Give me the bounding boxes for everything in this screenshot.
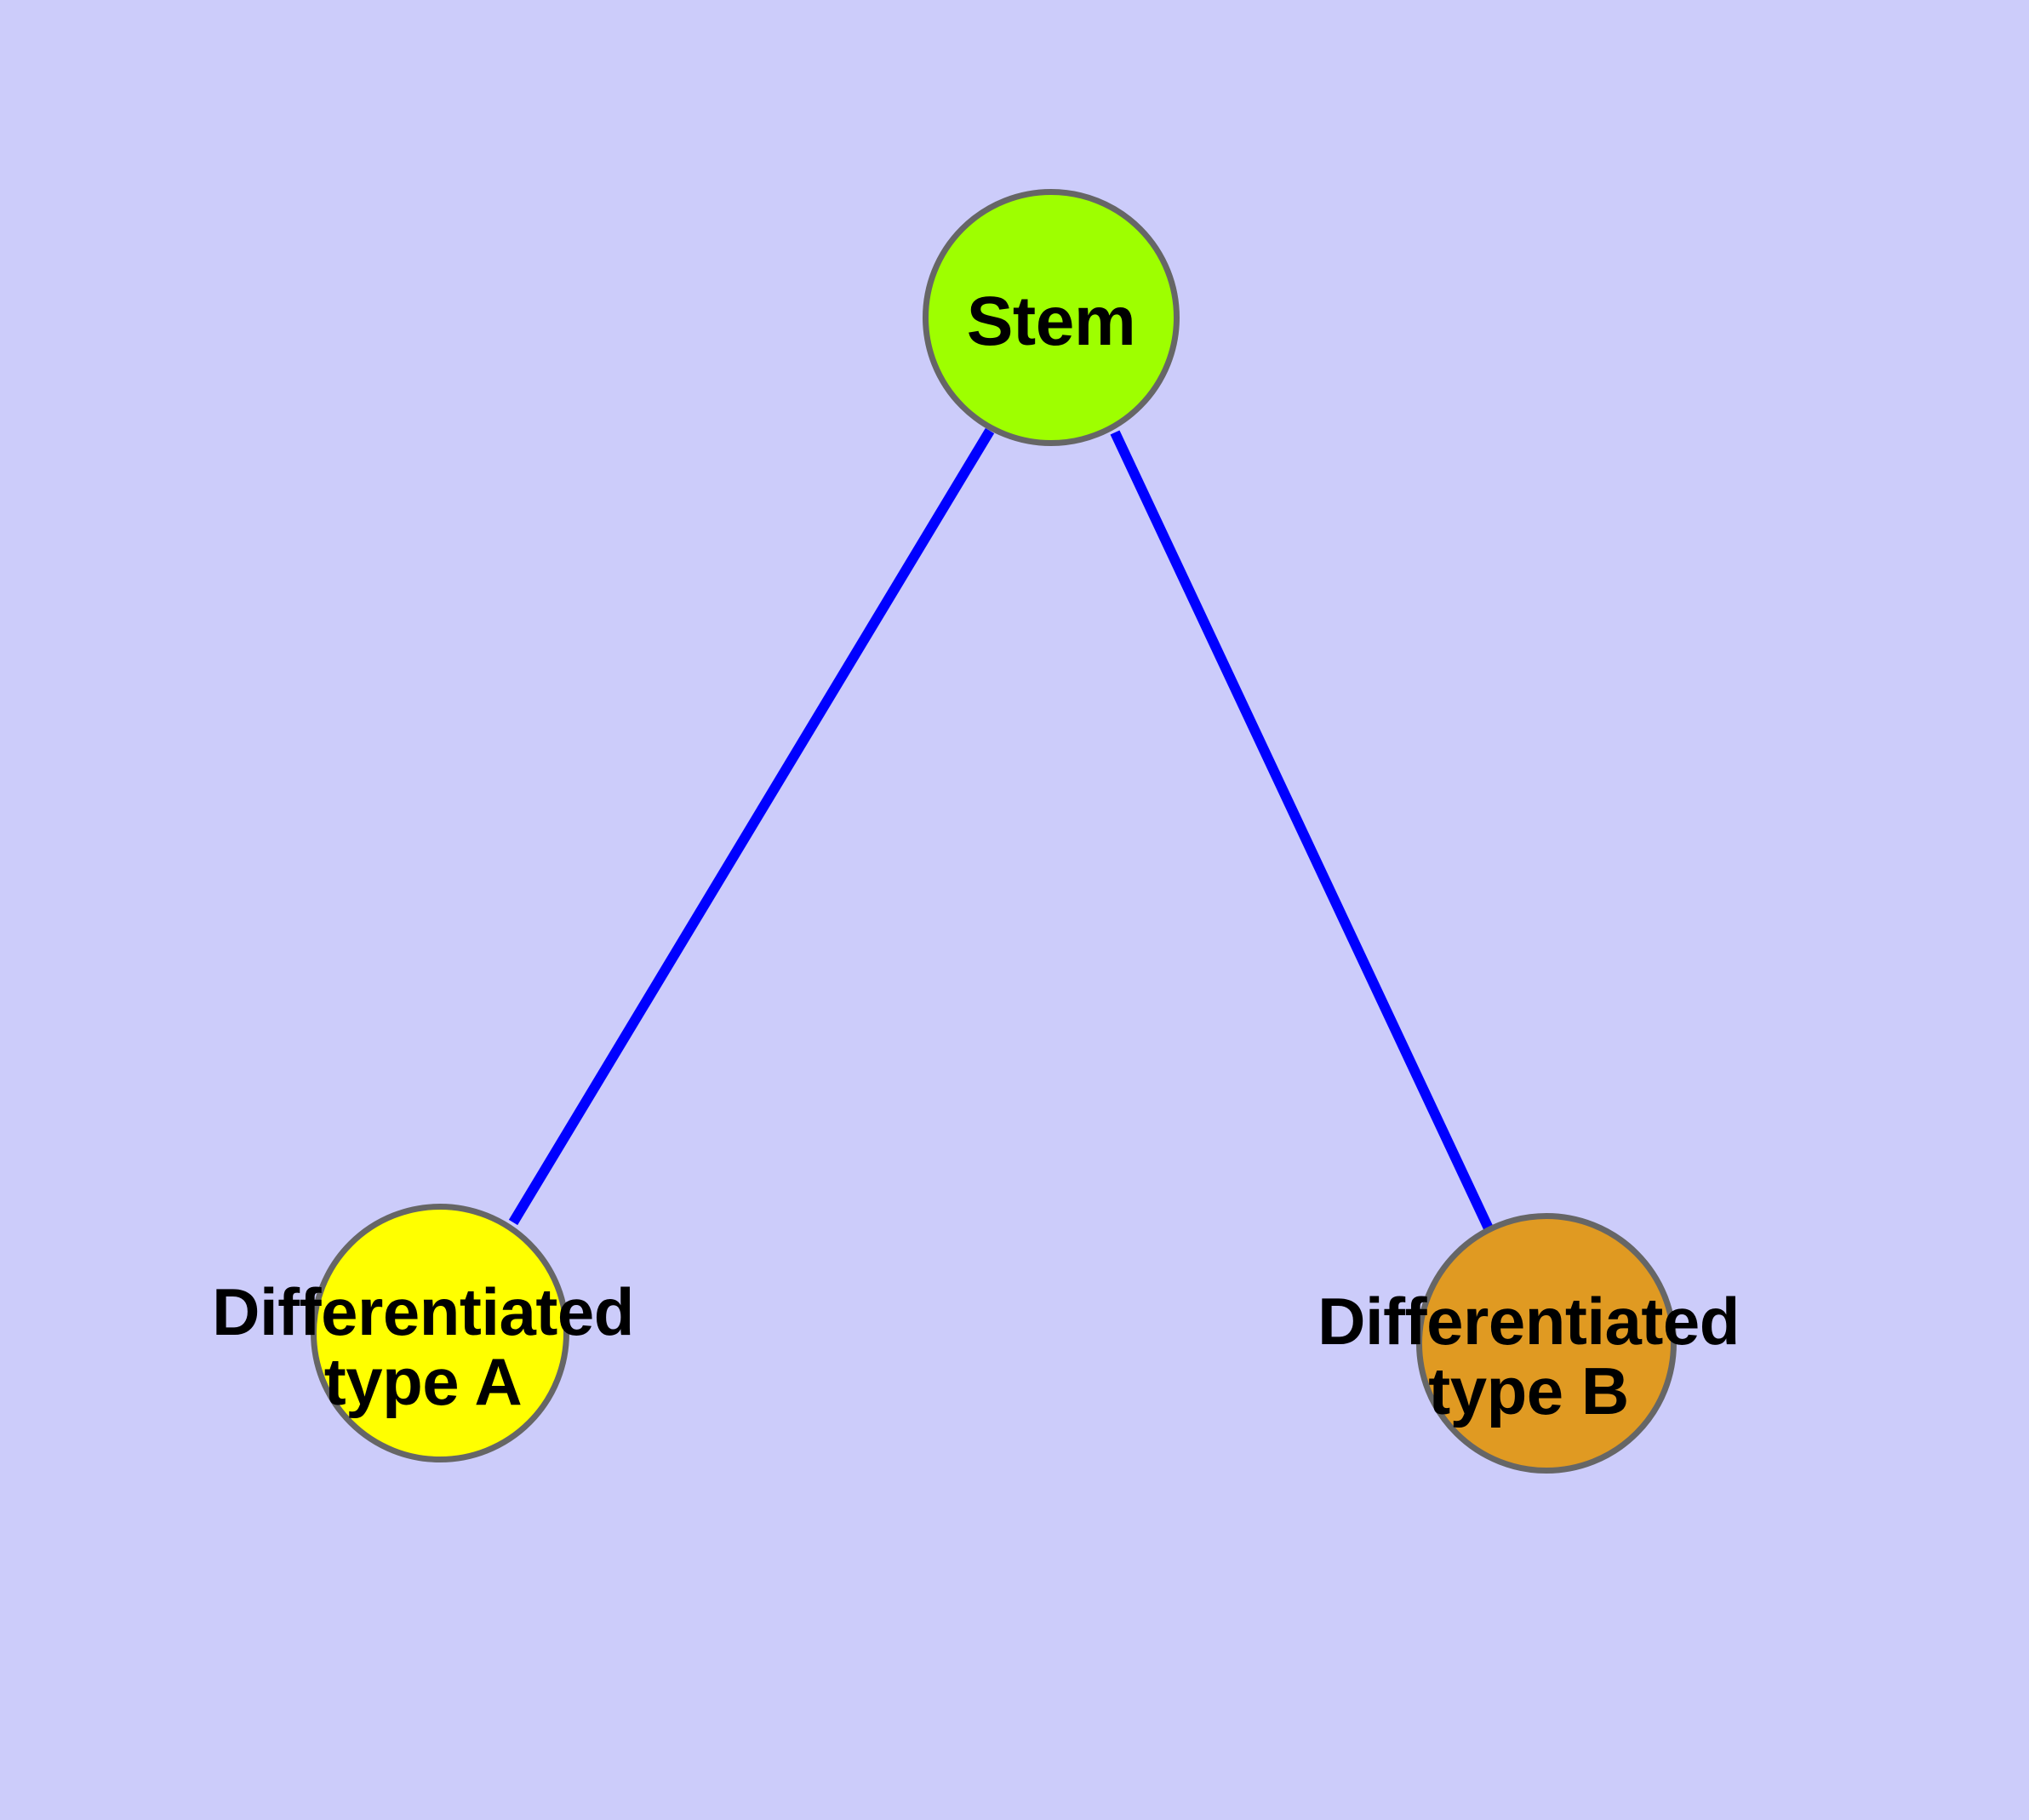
node-differentiated-type-b[interactable]	[1416, 1213, 1677, 1474]
edge-stem-to-diff-b[interactable]	[1110, 430, 1494, 1231]
node-label-differentiated-type-b: Differentiated type B	[1317, 1284, 1740, 1428]
edge-stem-to-diff-a[interactable]	[508, 427, 995, 1226]
node-label-differentiated-type-a: Differentiated type A	[212, 1274, 634, 1419]
node-label-stem: Stem	[966, 282, 1136, 360]
node-differentiated-type-a[interactable]	[311, 1204, 569, 1462]
node-stem[interactable]	[923, 189, 1180, 446]
